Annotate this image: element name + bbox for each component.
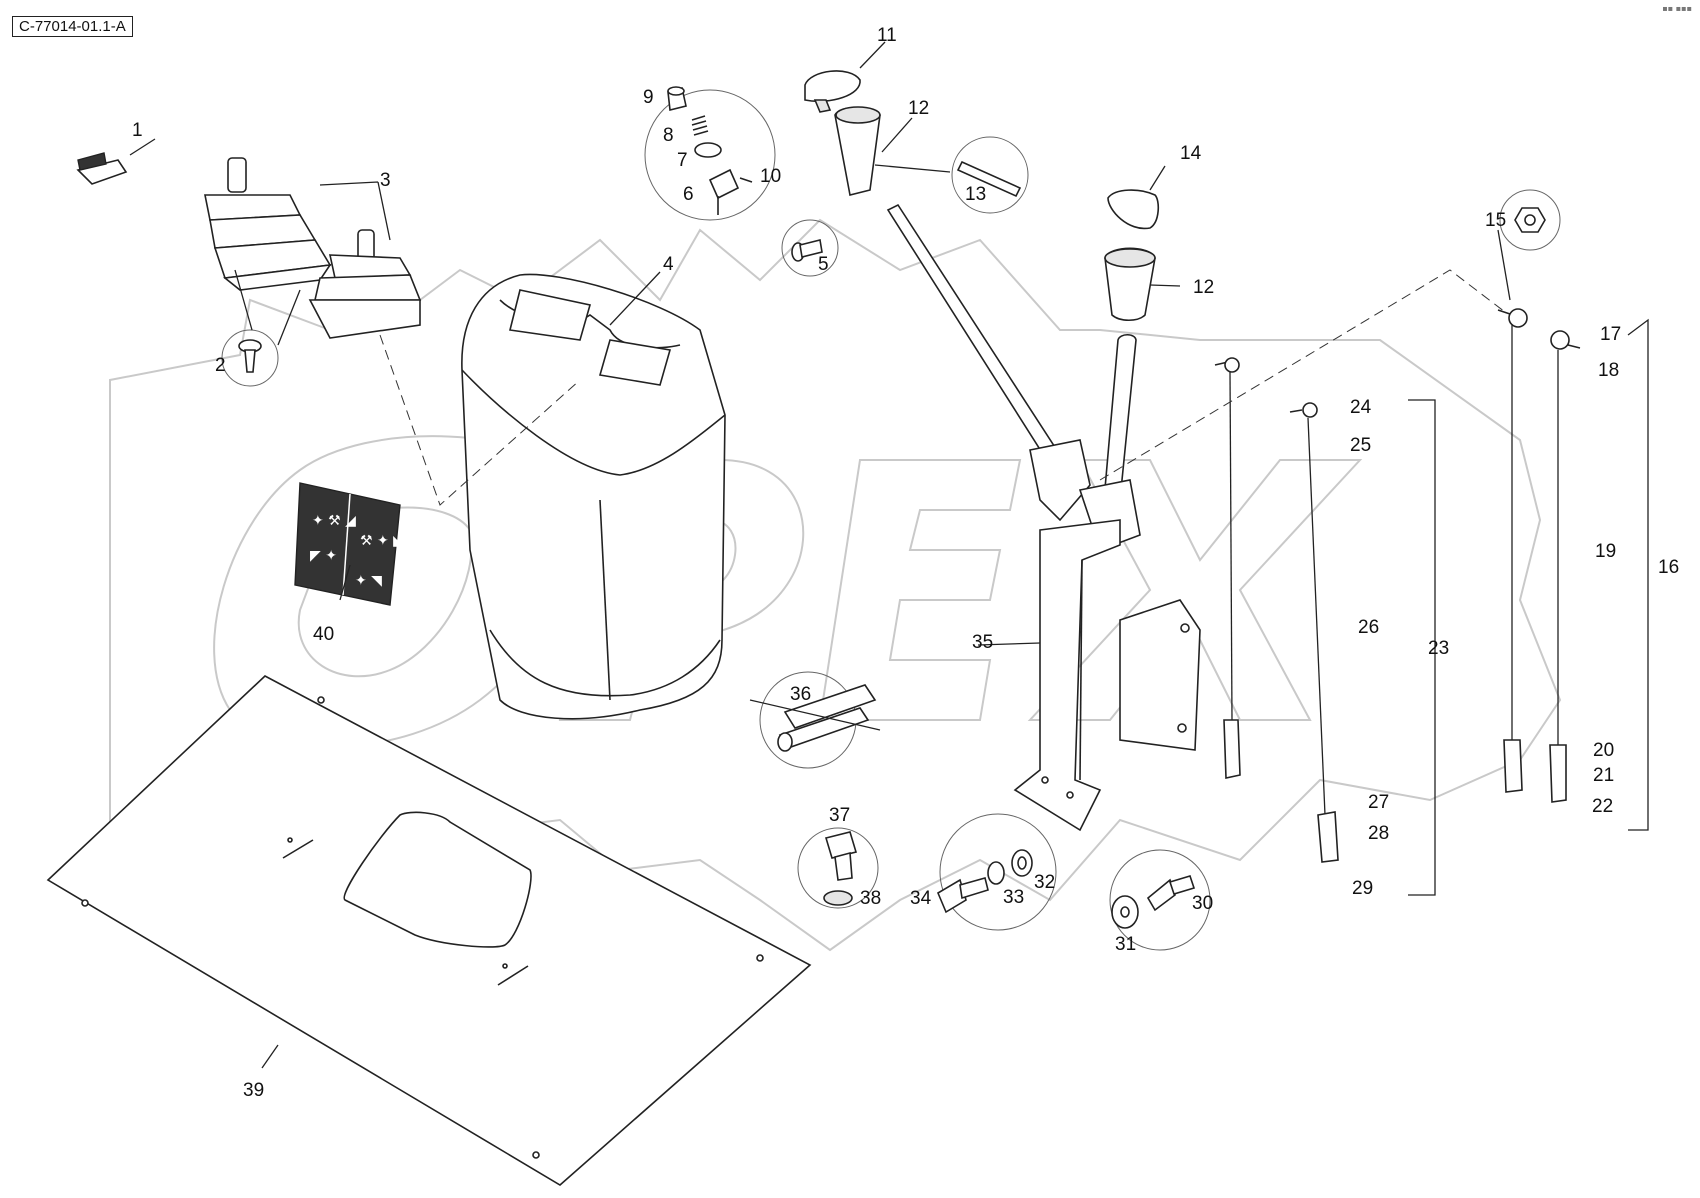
svg-text:⚒ ✦ ◣: ⚒ ✦ ◣	[360, 533, 404, 549]
callout-11: 11	[877, 25, 897, 46]
callout-30: 30	[1192, 893, 1213, 914]
leader-lines	[129, 41, 1649, 1069]
part-stand-35	[1013, 519, 1201, 832]
corner-mark: ▪▪ ▪▪▪	[1662, 4, 1692, 13]
callout-20: 20	[1593, 740, 1614, 761]
callout-labels: 1 2 3 4 5 6 7 8 9 10 11 12 12 13 14 15 1…	[132, 25, 1679, 1101]
callout-4: 4	[663, 254, 674, 275]
callout-13: 13	[965, 184, 986, 205]
part-gaiter-right	[308, 229, 422, 339]
part-cable-23	[1214, 357, 1339, 863]
part-group-6-10	[644, 86, 776, 221]
callout-22: 22	[1592, 796, 1613, 817]
svg-text:✦ ⚒ ◢: ✦ ⚒ ◢	[312, 513, 356, 529]
callout-18: 18	[1598, 360, 1619, 381]
part-screw-2	[221, 329, 279, 387]
callout-40: 40	[313, 624, 334, 645]
part-floor-plate	[46, 675, 812, 1186]
callout-21: 21	[1593, 765, 1614, 786]
part-lever-left	[886, 203, 1091, 522]
callout-39: 39	[243, 1080, 264, 1101]
svg-text:✦ ◥: ✦ ◥	[355, 573, 382, 589]
callout-6: 6	[683, 184, 694, 205]
part-gaiter-left	[204, 157, 332, 291]
callout-19: 19	[1595, 541, 1616, 562]
part-console-housing	[461, 273, 726, 720]
callout-28: 28	[1368, 823, 1389, 844]
part-cap-11	[804, 70, 861, 113]
callout-10: 10	[760, 166, 781, 187]
callout-12a: 12	[908, 98, 929, 119]
callout-2: 2	[215, 355, 226, 376]
svg-text:◤ ✦: ◤ ✦	[310, 548, 337, 564]
callout-34: 34	[910, 888, 932, 909]
part-knob-12b	[1104, 247, 1156, 322]
drawing-reference: C-77014-01.1-A	[12, 16, 133, 37]
part-lever-right	[1078, 333, 1141, 552]
callout-9: 9	[643, 87, 654, 108]
callout-23: 23	[1428, 638, 1449, 659]
part-bolt-30-washer-31	[1109, 849, 1211, 951]
part-cable-16	[1497, 308, 1581, 803]
part-bolt-37-washer-38	[797, 827, 879, 909]
callout-35: 35	[972, 632, 993, 653]
part-bolt-5	[781, 219, 839, 277]
callout-17: 17	[1600, 324, 1621, 345]
callout-38: 38	[860, 888, 881, 909]
callout-32: 32	[1034, 872, 1055, 893]
callout-29: 29	[1352, 878, 1373, 899]
callout-15: 15	[1485, 210, 1506, 231]
part-nut-15	[1499, 189, 1561, 251]
callout-16: 16	[1658, 557, 1679, 578]
callout-14: 14	[1180, 143, 1202, 164]
part-decal: ✦ ⚒ ◢ ⚒ ✦ ◣ ◤ ✦ ✦ ◥	[294, 482, 404, 606]
callout-36: 36	[790, 684, 811, 705]
callout-1: 1	[132, 120, 143, 141]
callout-3: 3	[380, 170, 391, 191]
callout-7: 7	[677, 150, 688, 171]
part-pin-13	[951, 136, 1029, 214]
part-seal-36	[759, 671, 877, 769]
callout-27: 27	[1368, 792, 1389, 813]
part-cap-14	[1107, 189, 1160, 230]
part-plug	[76, 152, 128, 185]
part-bolt-34-washers	[936, 813, 1057, 931]
callout-26: 26	[1358, 617, 1379, 638]
callout-31: 31	[1115, 934, 1136, 955]
callout-25: 25	[1350, 435, 1371, 456]
callout-12b: 12	[1193, 277, 1214, 298]
callout-8: 8	[663, 125, 674, 146]
part-knob-12a	[834, 106, 881, 196]
callout-33: 33	[1003, 887, 1024, 908]
callout-5: 5	[818, 254, 829, 275]
callout-24: 24	[1350, 397, 1372, 418]
callout-37: 37	[829, 805, 850, 826]
